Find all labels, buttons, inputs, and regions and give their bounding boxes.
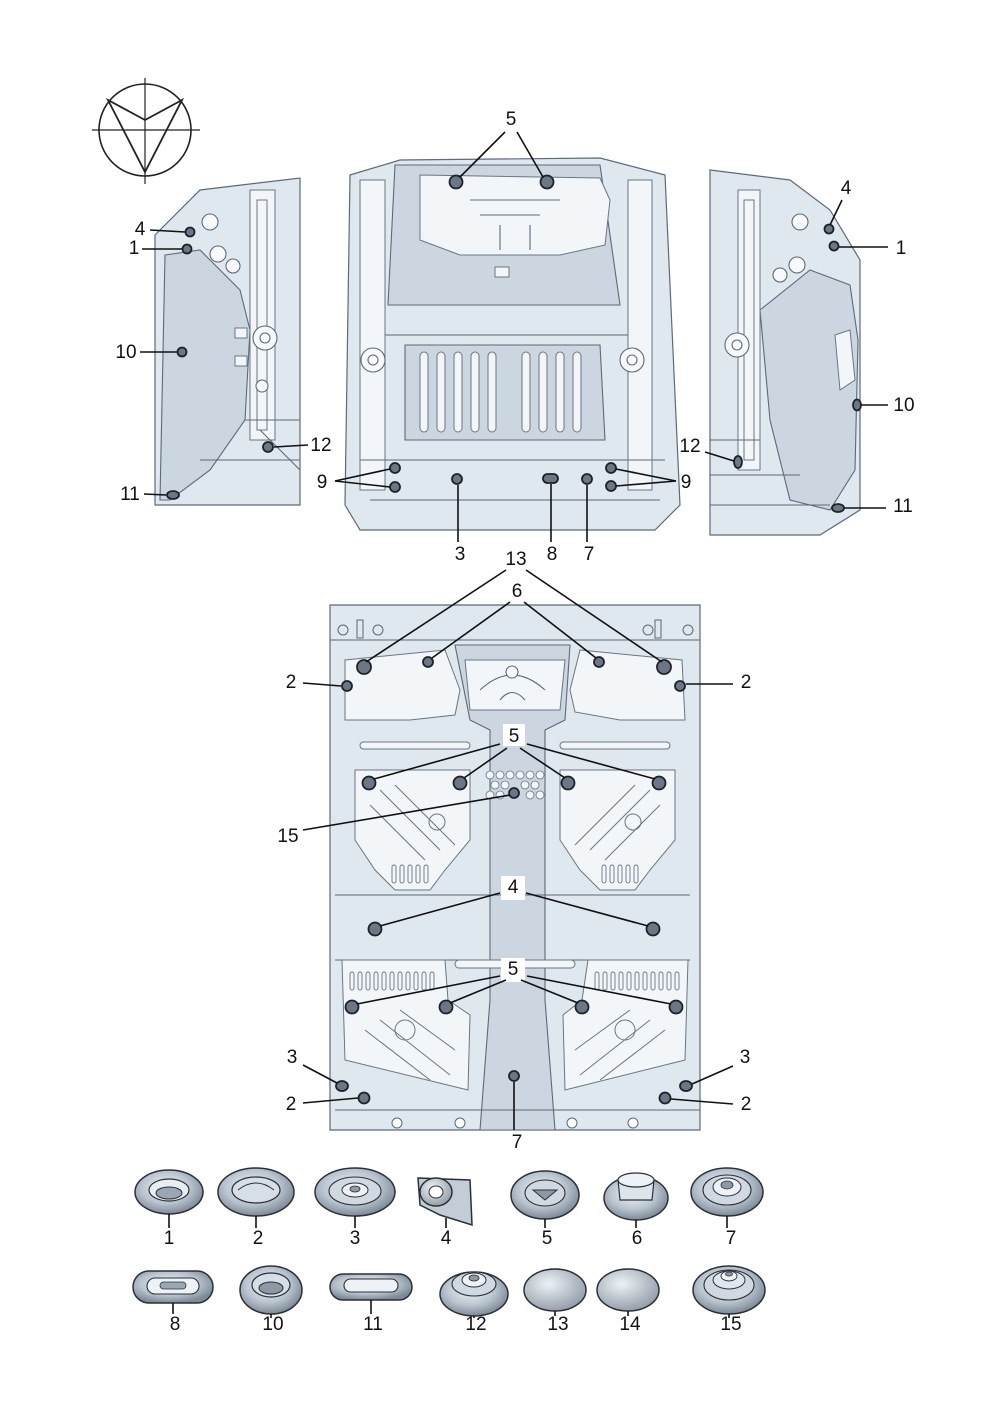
callout-13: 13: [505, 549, 526, 570]
part-3-grommet: [314, 1167, 396, 1228]
part-6-grommet: [603, 1172, 669, 1228]
callout-2-bottom-right: 2: [741, 1094, 752, 1115]
callout-1: 1: [896, 238, 907, 259]
callout-3: 3: [455, 544, 466, 565]
floor-pan-view: [329, 604, 701, 1131]
callout-10: 10: [115, 342, 136, 363]
legend-label-7: 7: [726, 1228, 737, 1249]
callout-9-right: 9: [681, 472, 692, 493]
legend-label-14: 14: [619, 1314, 641, 1335]
left-side-panel-view: [154, 177, 301, 506]
legend-label-13: 13: [547, 1314, 568, 1335]
rear-floor-callouts: 5 9 9 3 8 7: [317, 109, 692, 565]
view-direction-icon: [92, 78, 200, 184]
parts-legend: 1 2 3 4 5 6 7: [132, 1167, 766, 1335]
part-1-grommet: [134, 1169, 204, 1228]
callout-11: 11: [120, 484, 140, 505]
callout-5: 5: [506, 109, 517, 130]
legend-label-15: 15: [720, 1314, 741, 1335]
callout-7: 7: [512, 1132, 523, 1153]
legend-label-12: 12: [465, 1314, 486, 1335]
callout-2-left: 2: [286, 672, 297, 693]
callout-4: 4: [841, 178, 852, 199]
part-12-grommet: [439, 1271, 509, 1318]
callout-3-right: 3: [740, 1047, 751, 1068]
legend-label-4: 4: [441, 1228, 452, 1249]
callout-9-left: 9: [317, 472, 328, 493]
legend-label-2: 2: [253, 1228, 264, 1249]
right-side-callouts: 4 1 10 12 11: [679, 178, 914, 517]
callout-4: 4: [135, 219, 146, 240]
callout-7: 7: [584, 544, 595, 565]
legend-label-5: 5: [542, 1228, 553, 1249]
callout-12: 12: [679, 436, 700, 457]
part-10-grommet: [239, 1265, 303, 1318]
legend-label-8: 8: [170, 1314, 181, 1335]
part-8-oval-plug: [132, 1270, 214, 1314]
legend-label-1: 1: [164, 1228, 175, 1249]
legend-label-11: 11: [363, 1314, 383, 1335]
callout-15: 15: [277, 826, 298, 847]
callout-4: 4: [508, 877, 519, 898]
legend-label-10: 10: [262, 1314, 283, 1335]
callout-6: 6: [512, 581, 523, 602]
left-side-callouts: 4 1 10 12 11: [115, 219, 331, 505]
callout-12: 12: [310, 435, 331, 456]
callout-2-bottom-left: 2: [286, 1094, 297, 1115]
legend-label-6: 6: [632, 1228, 643, 1249]
callout-8: 8: [547, 544, 558, 565]
part-13-cover-disk: [523, 1268, 587, 1316]
honeycomb-grid: [485, 770, 545, 800]
callout-1: 1: [129, 238, 140, 259]
floor-pan-callouts: 13 6 2 2 5 15 4 5 3 2 3 2 7: [277, 549, 751, 1153]
legend-label-3: 3: [350, 1228, 361, 1249]
callout-3-left: 3: [287, 1047, 298, 1068]
callout-5-lower: 5: [508, 959, 519, 980]
part-14-cover-disk: [596, 1268, 660, 1316]
callout-2-right: 2: [741, 672, 752, 693]
part-11-oval-plug: [329, 1273, 413, 1314]
part-5-grommet: [510, 1170, 580, 1228]
rear-floor-view: [344, 157, 681, 531]
part-15-grommet: [692, 1265, 766, 1318]
callout-10: 10: [893, 395, 914, 416]
part-7-grommet: [690, 1167, 764, 1228]
right-side-panel-view: [709, 169, 862, 536]
callout-5-upper: 5: [509, 726, 520, 747]
part-2-grommet: [217, 1167, 295, 1228]
callout-11: 11: [893, 496, 913, 517]
part-4-tape-roll: [417, 1177, 473, 1228]
